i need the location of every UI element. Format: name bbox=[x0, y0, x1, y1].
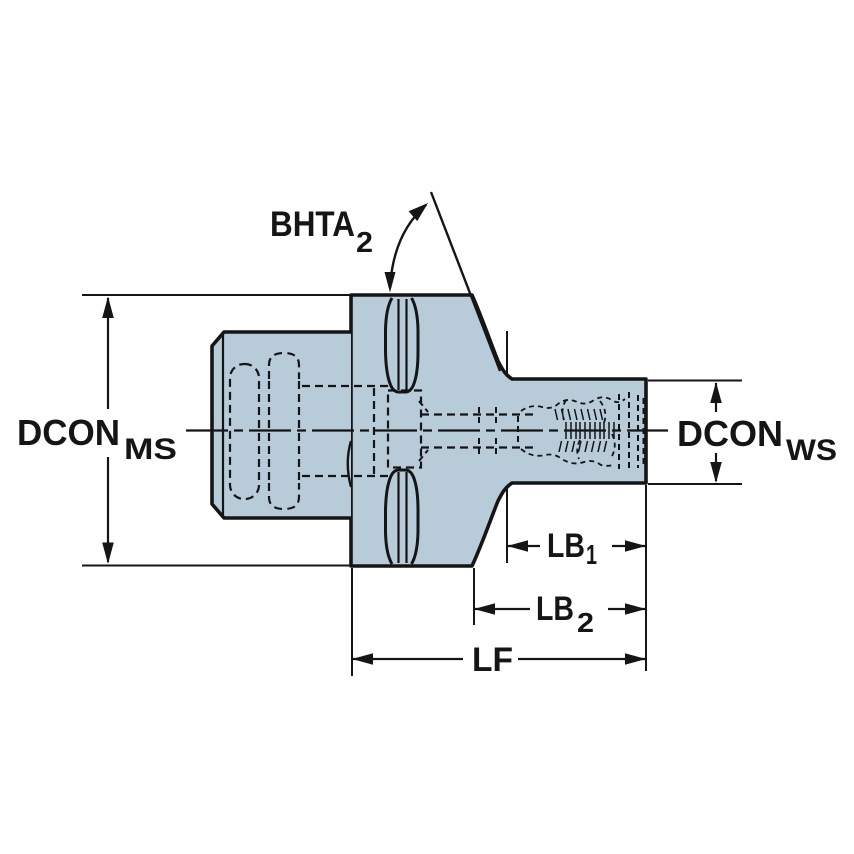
flange-and-shaft-outline bbox=[349, 293, 648, 568]
bottom-slot-inner-lines bbox=[397, 472, 408, 563]
dimension-labels: BHTA 2 DCON MS DCON WS LB 1 LB 2 LF bbox=[17, 205, 837, 679]
label-bhta2-subscript: 2 bbox=[356, 227, 373, 259]
label-dcon-ws: DCON bbox=[677, 413, 783, 454]
neck-bore-dashed bbox=[421, 413, 533, 449]
bhta2-angle-annotation bbox=[384, 191, 502, 372]
machine-side-body-outline bbox=[210, 330, 351, 520]
bhta2-angle-arc bbox=[388, 204, 427, 289]
thread-zone-top-wavy bbox=[520, 396, 626, 412]
thread-hatch-upper-ticks bbox=[554, 408, 604, 421]
label-lb1-subscript: 1 bbox=[586, 539, 597, 570]
label-dcon-ms-subscript: MS bbox=[124, 433, 177, 466]
label-dcon-ms: DCON bbox=[17, 412, 120, 453]
top-slot-inner-lines bbox=[397, 299, 408, 390]
body-inner-dome-top-dashed bbox=[267, 351, 301, 379]
extension-lines bbox=[82, 294, 742, 676]
coupling-corner-ticks-dashed bbox=[418, 400, 429, 462]
bhta2-arc-arrowheads bbox=[384, 203, 428, 293]
bhta2-taper-reference-line bbox=[429, 191, 502, 372]
top-slot-outline bbox=[384, 297, 420, 394]
label-lb2: LB bbox=[536, 590, 574, 628]
part-geometry bbox=[210, 293, 648, 568]
thread-hatch-lower-ticks bbox=[558, 440, 608, 453]
label-lb2-subscript: 2 bbox=[577, 607, 594, 638]
bore-lines-dashed bbox=[302, 384, 388, 478]
body-inner-vertical-dashed bbox=[267, 381, 301, 481]
label-dcon-ws-subscript: WS bbox=[786, 434, 837, 467]
body-inner-dome-bottom-dashed bbox=[267, 483, 301, 511]
hidden-detail-lines bbox=[228, 351, 645, 511]
label-lb1: LB bbox=[547, 527, 585, 565]
bottom-slot-outline bbox=[384, 468, 420, 565]
body-inner-capsule-dashed bbox=[228, 362, 261, 501]
flange-coupling-rect-dashed bbox=[386, 389, 423, 469]
flange-face-hole-arc bbox=[346, 440, 353, 488]
label-lf: LF bbox=[472, 641, 513, 679]
label-bhta2: BHTA bbox=[270, 205, 355, 244]
thread-zone-curls bbox=[561, 399, 616, 460]
thread-zone-bottom-wavy bbox=[520, 448, 616, 467]
